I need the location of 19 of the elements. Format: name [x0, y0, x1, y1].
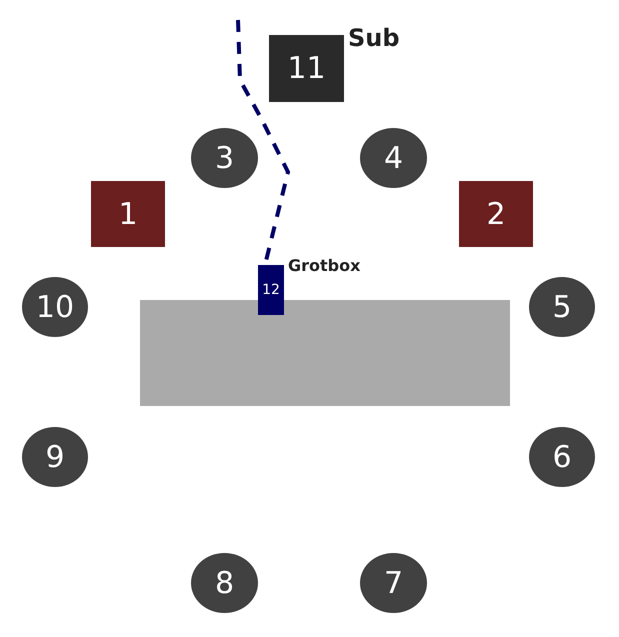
number-label: 9	[45, 440, 65, 474]
number-label: 10	[36, 290, 74, 324]
number-label: 12	[262, 282, 280, 298]
number-label: 8	[214, 566, 234, 600]
name-label: Grotbox	[288, 256, 360, 275]
name-label: Sub	[348, 24, 400, 52]
speaker-box	[459, 181, 533, 247]
number-label: 3	[214, 140, 234, 176]
speaker-box	[269, 35, 344, 102]
floor-area	[140, 300, 510, 406]
number-label: 2	[486, 196, 506, 232]
number-label: 11	[287, 51, 326, 86]
speaker-box	[91, 181, 165, 247]
number-label: 6	[552, 440, 572, 474]
number-label: 1	[118, 196, 138, 232]
number-label: 7	[384, 566, 404, 600]
number-label: 5	[552, 290, 572, 324]
number-label: 4	[384, 140, 404, 176]
speaker-box	[258, 265, 284, 315]
